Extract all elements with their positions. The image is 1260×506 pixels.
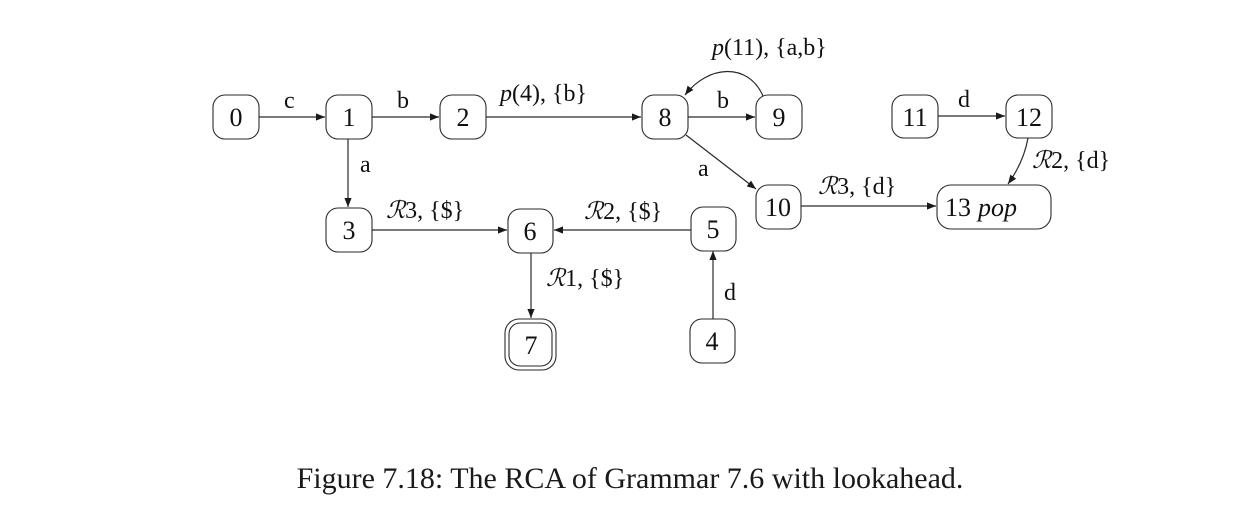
state-node-5: 5 [690, 206, 737, 252]
edge-label-2-8: p(4), {b} [498, 81, 587, 107]
state-node-8: 8 [641, 94, 689, 140]
edge-label-11-12: d [958, 87, 970, 113]
edge-labels: c b a p(4), {b} b p(11), {a,b} a ℛ3, {$}… [284, 35, 1110, 306]
state-label: 7 [525, 331, 538, 360]
edge-label-prefix: ℛ [1032, 148, 1053, 174]
edge-label-8-10: a [698, 156, 709, 182]
state-label: 4 [706, 327, 719, 356]
edge-label-text: 3, {d} [837, 174, 896, 200]
state-node-7-accepting: 7 [504, 318, 557, 371]
edge-label-text: (4), {b} [512, 81, 587, 107]
edge-label-12-13: ℛ2, {d} [1032, 148, 1110, 174]
edge-9-8 [684, 71, 764, 97]
state-label: 12 [1016, 103, 1042, 132]
edge-label-8-9: b [717, 88, 729, 114]
edge-label-1-3: a [360, 152, 371, 178]
state-label: 5 [707, 215, 720, 244]
edge-label-prefix: ℛ [546, 266, 567, 292]
edge-label-text: 2, {$} [603, 199, 662, 225]
state-label: 11 [902, 103, 927, 132]
state-sublabel: pop [976, 193, 1017, 222]
state-label: 3 [343, 216, 356, 245]
state-node-2: 2 [439, 94, 487, 140]
edge-label-text: (11), {a,b} [724, 35, 827, 61]
edge-label-prefix: ℛ [386, 198, 407, 224]
state-node-10: 10 [755, 184, 802, 230]
state-node-4: 4 [689, 318, 736, 364]
state-label: 8 [659, 103, 672, 132]
edge-label-10-13: ℛ3, {d} [818, 174, 896, 200]
edge-label-text: 1, {$} [565, 266, 624, 292]
edge-12-13 [1007, 137, 1029, 185]
edge-label-3-6: ℛ3, {$} [386, 198, 464, 224]
state-label: 1 [343, 103, 356, 132]
figure-caption: Figure 7.18: The RCA of Grammar 7.6 with… [296, 462, 964, 495]
edge-label-prefix: ℛ [584, 199, 605, 225]
edge-label-text: 2, {d} [1051, 148, 1110, 174]
state-node-11: 11 [891, 94, 939, 139]
state-label: 0 [230, 103, 243, 132]
state-label: 10 [765, 193, 791, 222]
state-label: 6 [524, 217, 537, 246]
edges [259, 71, 1029, 319]
state-node-1: 1 [325, 94, 373, 140]
edge-label-4-5: d [724, 280, 736, 306]
state-label: 9 [773, 103, 786, 132]
edge-label-5-6: ℛ2, {$} [584, 199, 662, 225]
edge-label-prefix: p [710, 35, 724, 61]
state-node-0: 0 [212, 94, 260, 140]
edge-label-9-8: p(11), {a,b} [710, 35, 827, 61]
edge-label-prefix: ℛ [818, 174, 839, 200]
edge-label-1-2: b [397, 88, 409, 114]
nodes: 0 1 2 3 4 5 6 7 [212, 94, 1053, 371]
state-node-3: 3 [325, 207, 373, 253]
state-node-6: 6 [507, 208, 554, 254]
edge-label-text: 3, {$} [405, 198, 464, 224]
edge-label-prefix: p [498, 81, 512, 107]
state-node-9: 9 [755, 94, 803, 140]
edge-8-10 [685, 134, 757, 190]
state-label: 2 [457, 103, 470, 132]
state-node-12: 12 [1005, 94, 1053, 139]
edge-label-6-7: ℛ1, {$} [546, 266, 624, 292]
edge-label-0-1: c [284, 88, 295, 114]
state-number: 13 [945, 193, 971, 222]
